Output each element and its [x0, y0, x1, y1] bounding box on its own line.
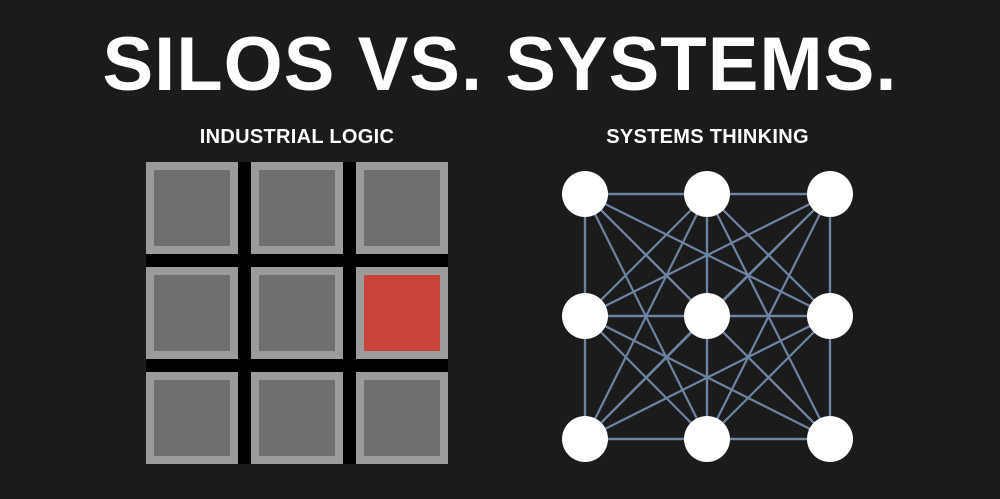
- silo-cell: [251, 162, 343, 254]
- industrial-logic-label: INDUSTRIAL LOGIC: [199, 126, 395, 148]
- silo-cell-fill: [259, 380, 335, 456]
- network-node: [807, 293, 853, 339]
- silo-cell: [251, 267, 343, 359]
- silo-cell: [356, 162, 448, 254]
- silo-cell-highlighted: [356, 267, 448, 359]
- silo-grid: [146, 162, 448, 464]
- systems-thinking-label: SYSTEMS THINKING: [606, 126, 809, 148]
- network-edge: [584, 193, 708, 317]
- silo-cell-fill: [154, 170, 230, 246]
- silo-cell-fill: [364, 275, 440, 351]
- silo-cell: [146, 267, 238, 359]
- silo-cell: [356, 372, 448, 464]
- silo-cell-fill: [154, 380, 230, 456]
- network-node: [807, 416, 853, 462]
- silo-cell: [146, 162, 238, 254]
- network-nodes: [562, 171, 853, 462]
- silo-cell-fill: [364, 380, 440, 456]
- network-edge: [584, 193, 831, 317]
- network-edge: [584, 315, 708, 440]
- system-network: [562, 171, 853, 462]
- silo-cell: [146, 372, 238, 464]
- network-node: [807, 171, 853, 217]
- network-node: [562, 171, 608, 217]
- silo-cell-fill: [154, 275, 230, 351]
- network-edge: [584, 315, 831, 440]
- network-node: [562, 416, 608, 462]
- network-node: [684, 293, 730, 339]
- silo-cell: [251, 372, 343, 464]
- silo-cell-fill: [259, 170, 335, 246]
- main-title: SILOS VS. SYSTEMS.: [102, 22, 898, 107]
- silo-cell-fill: [364, 170, 440, 246]
- silo-cell-fill: [259, 275, 335, 351]
- network-node: [562, 293, 608, 339]
- network-node: [684, 416, 730, 462]
- network-node: [684, 171, 730, 217]
- network-edge: [706, 315, 831, 440]
